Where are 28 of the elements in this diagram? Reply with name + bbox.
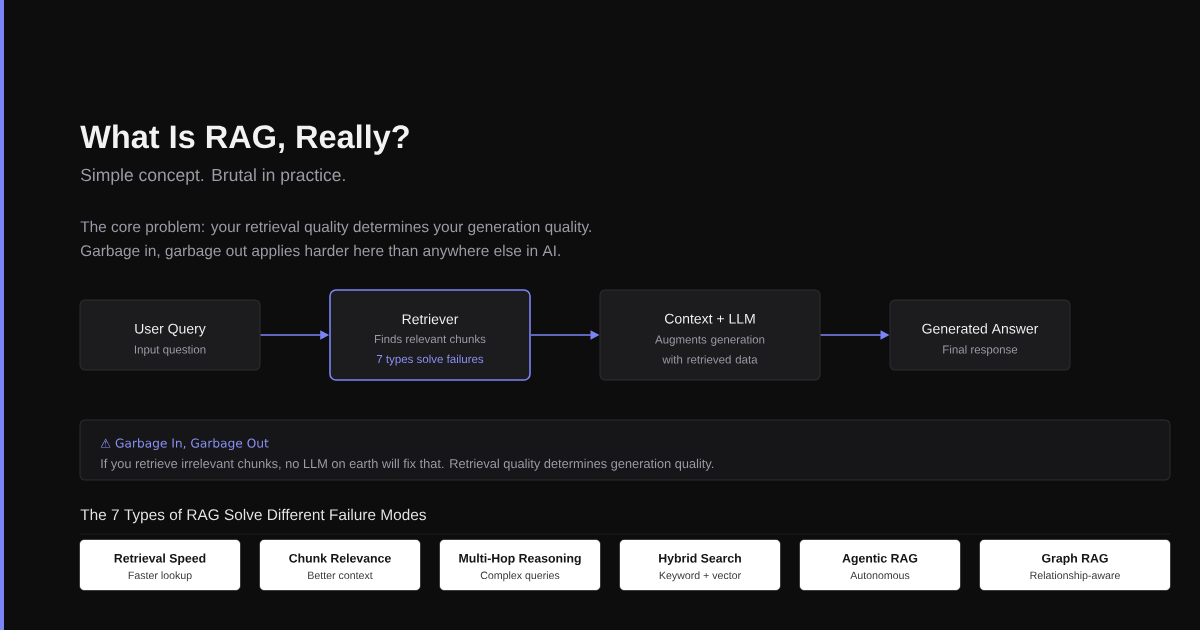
card-title: Hybrid Search — [659, 553, 741, 566]
node-title: Retriever — [402, 313, 459, 325]
node-subtitle: Augments generation with retrieved data — [655, 335, 765, 364]
card-title: Multi-Hop Reasoning — [459, 553, 581, 566]
card-subtitle: Complex queries — [480, 571, 560, 582]
warning-text: If you retrieve irrelevant chunks, no LLM on earth will fix that. Retrieval quality determines generation quality. — [101, 458, 714, 471]
card-title: Chunk Relevance — [289, 553, 391, 563]
intro-text: The core problem: your retrieval quality determines your generation quality. — [80, 220, 591, 236]
card-title: Agentic RAG — [842, 553, 918, 566]
card-title: Retrieval Speed — [114, 553, 206, 566]
card-subtitle: Keyword + vector — [659, 571, 741, 582]
title: What Is RAG, Really? — [80, 124, 409, 155]
warning-heading: ⚠ Garbage In, Garbage Out — [100, 438, 269, 451]
card-subtitle: Faster lookup — [128, 571, 192, 582]
card-title: Graph RAG — [1042, 553, 1108, 566]
card-subtitle: Autonomous — [850, 571, 910, 580]
card-subtitle: Relationship-aware — [1030, 571, 1120, 582]
card-subtitle: Better context — [308, 571, 373, 580]
node-subtitle: Final response — [943, 345, 1018, 356]
node-title: Context + LLM — [665, 313, 755, 324]
node-title: Generated Answer — [922, 323, 1039, 334]
node-subtitle: Finds relevant chunks — [375, 334, 486, 344]
section-heading: The 7 Types of RAG Solve Different Failure Modes — [80, 508, 426, 524]
node-title: User Query — [135, 323, 206, 337]
intro-text: Garbage in, garbage out applies harder here than anywhere else in AI. — [80, 244, 560, 260]
subtitle: Simple concept. Brutal in practice. — [81, 168, 345, 185]
highlight-text: 7 types solve failures — [376, 354, 484, 366]
node-subtitle: Input question — [134, 345, 206, 356]
